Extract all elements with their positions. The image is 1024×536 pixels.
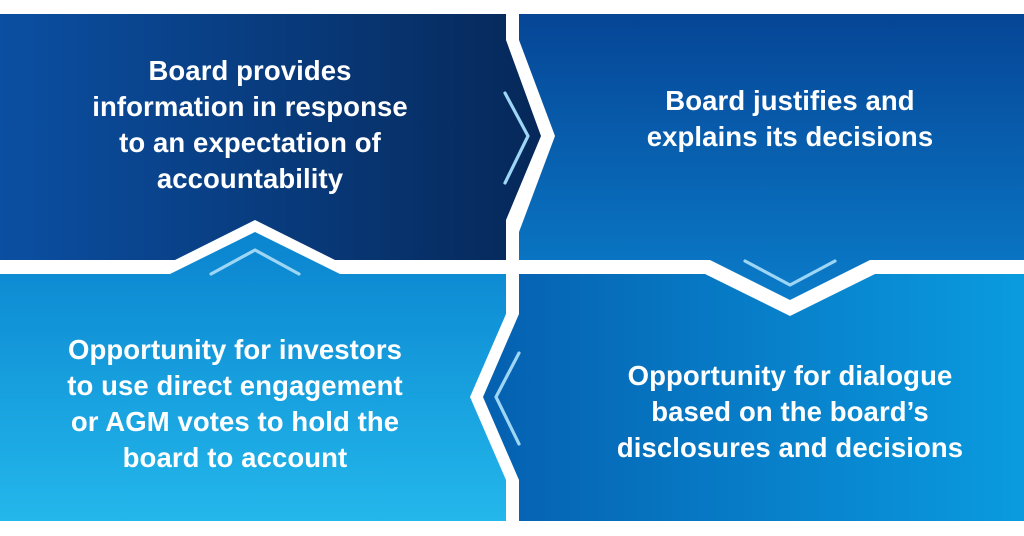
panel-step-3 <box>0 232 506 521</box>
step-2-text: Board justifies and explains its decisio… <box>646 85 934 152</box>
step-2-text-box: Board justifies and explains its decisio… <box>560 64 1020 174</box>
step-3-text: Opportunity for investors to use direct … <box>67 334 403 473</box>
chevron-up-icon <box>209 248 301 276</box>
step-1-text: Board provides information in response t… <box>92 55 408 194</box>
step-4-text-box: Opportunity for dialogue based on the bo… <box>560 352 1020 472</box>
panel-step-4 <box>483 274 1024 521</box>
chevron-down-icon <box>743 259 837 287</box>
step-4-text: Opportunity for dialogue based on the bo… <box>616 360 964 463</box>
panel-step-2 <box>519 14 1024 300</box>
chevron-left-icon <box>494 351 521 446</box>
step-1-text-box: Board provides information in response t… <box>30 40 470 210</box>
panel-step-1 <box>0 14 541 260</box>
step-3-text-box: Opportunity for investors to use direct … <box>10 324 460 484</box>
chevron-right-icon <box>503 91 530 185</box>
